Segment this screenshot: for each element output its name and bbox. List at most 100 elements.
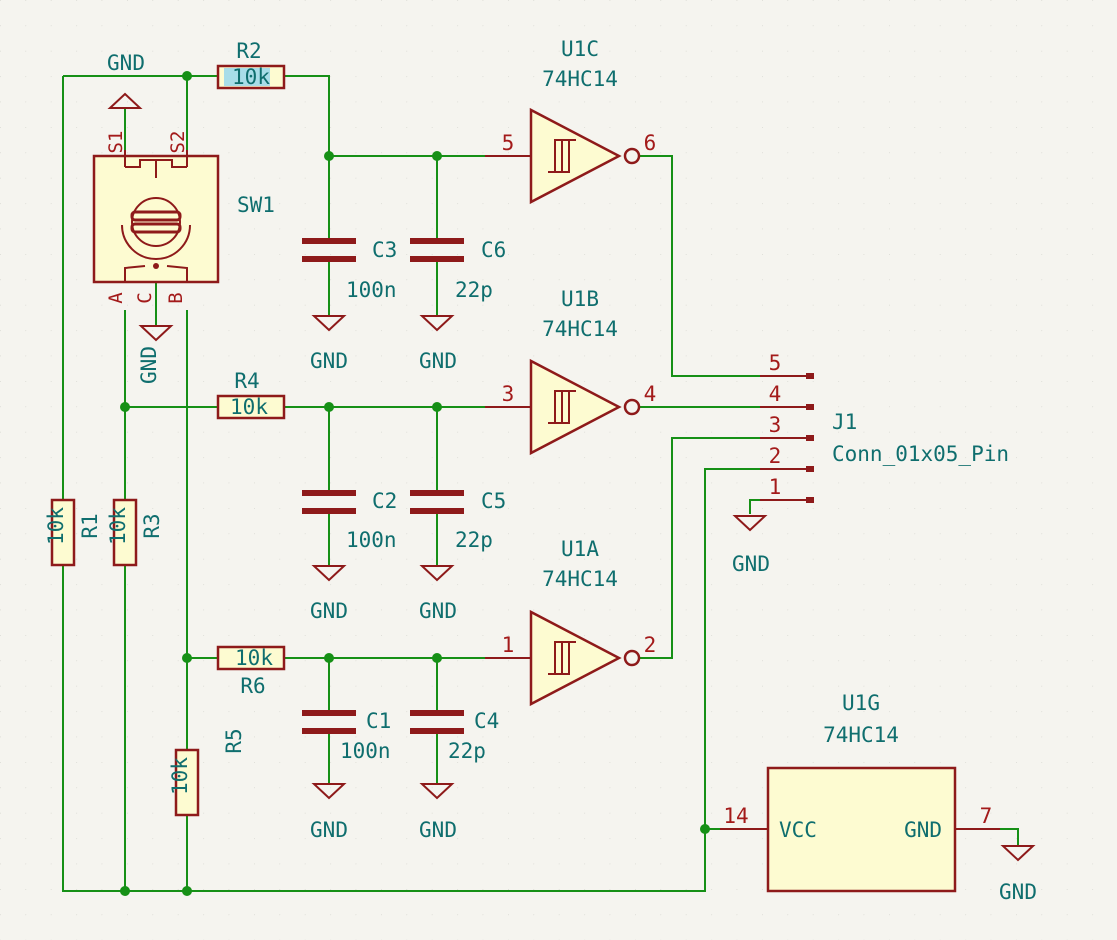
r1-ref: R1: [78, 513, 102, 538]
u1b-out-pin: 4: [644, 382, 657, 406]
u1g-gnd-label: GND: [904, 818, 942, 842]
resistor-r5[interactable]: 10k R5: [168, 728, 246, 817]
j1-pin-5: 5: [769, 351, 782, 375]
r5-ref: R5: [222, 728, 246, 753]
gnd-icon: [419, 565, 455, 582]
u1c-in-pin: 5: [502, 131, 515, 155]
power-unit-u1g[interactable]: VCC GND 14 7 U1G 74HC14: [720, 691, 1000, 893]
u1c-out-pin: 6: [644, 131, 657, 155]
schmitt-inverter-icon: [529, 609, 622, 707]
junction-dot: [700, 824, 710, 834]
resistor-r1[interactable]: 10k R1: [44, 498, 102, 567]
gate-u1a[interactable]: 1 2 U1A 74HC14: [485, 537, 657, 707]
u1b-ref: U1B: [561, 287, 599, 311]
j1-pin-1: 1: [769, 475, 782, 499]
gnd-icon: [419, 783, 455, 800]
u1a-ref: U1A: [561, 537, 599, 561]
r2-ref: R2: [236, 39, 261, 63]
r6-value: 10k: [235, 646, 273, 670]
gnd-label-c6: GND: [419, 349, 457, 373]
u1g-gnd-pin: 7: [980, 804, 993, 828]
r6-ref: R6: [240, 674, 265, 698]
r2-value: 10k: [232, 65, 270, 89]
sw1-ref: SW1: [237, 193, 275, 217]
junction-dot: [120, 886, 130, 896]
gnd-label-switch: GND: [137, 346, 161, 384]
sw1-pin-s2: S2: [167, 131, 189, 154]
c3-ref: C3: [372, 238, 397, 262]
junctions: [120, 71, 710, 896]
gnd-icon: [311, 315, 347, 332]
u1b-value: 74HC14: [542, 317, 618, 341]
u1a-out-pin: 2: [644, 633, 657, 657]
junction-dot: [324, 653, 334, 663]
junction-dot: [432, 653, 442, 663]
sw1-pin-c: C: [134, 292, 156, 303]
wire-j1-gnd: [749, 499, 760, 514]
gnd-icon: [311, 783, 347, 800]
wire-r2-right: [284, 75, 330, 238]
wire-bottom-bus: [62, 565, 706, 892]
junction-dot: [324, 151, 334, 161]
gnd-label-c2: GND: [310, 599, 348, 623]
j1-pin-3: 3: [769, 413, 782, 437]
junction-dot: [182, 71, 192, 81]
r4-value: 10k: [230, 395, 268, 419]
r4-ref: R4: [234, 369, 259, 393]
u1g-body: [766, 766, 957, 893]
c5-ref: C5: [481, 489, 506, 513]
c6-ref: C6: [481, 238, 506, 262]
power-arrow-icon: [107, 92, 143, 109]
switch-sw1[interactable]: SW1 S1 S2 A C B: [92, 131, 275, 304]
sw1-pin-a: A: [105, 292, 127, 304]
j1-pin-4: 4: [769, 382, 782, 406]
gnd-label-c1: GND: [310, 818, 348, 842]
resistor-r6[interactable]: 10k R6: [216, 645, 286, 698]
gnd-icon: [138, 325, 174, 342]
schmitt-inverter-icon: [529, 107, 622, 205]
j1-pin-2: 2: [769, 444, 782, 468]
junction-dot: [120, 402, 130, 412]
capacitor-c2[interactable]: C2 100n: [302, 489, 397, 552]
resistor-r2[interactable]: 10k R2: [216, 39, 286, 90]
gnd-label-c3: GND: [310, 349, 348, 373]
gnd-icon: [311, 565, 347, 582]
gnd-label-j1: GND: [732, 552, 770, 576]
sw1-pin-b: B: [165, 292, 187, 303]
u1c-ref: U1C: [561, 37, 599, 61]
gnd-icon: [1000, 845, 1036, 862]
r1-value: 10k: [44, 507, 68, 545]
capacitor-c3[interactable]: C3 100n: [302, 238, 397, 302]
c1-ref: C1: [366, 709, 391, 733]
u1a-in-pin: 1: [502, 633, 515, 657]
u1g-ref: U1G: [842, 691, 880, 715]
encoder-knob-icon: [131, 197, 181, 247]
capacitor-c6[interactable]: C6 22p: [410, 238, 506, 302]
capacitor-c1[interactable]: C1 100n: [302, 709, 391, 763]
u1g-vcc-label: VCC: [779, 818, 817, 842]
schmitt-inverter-icon: [529, 358, 622, 456]
sw1-pin-s1: S1: [105, 131, 127, 154]
c5-value: 22p: [455, 528, 493, 552]
r3-value: 10k: [106, 507, 130, 545]
j1-ref: J1: [832, 410, 857, 434]
junction-dot: [432, 151, 442, 161]
capacitor-c5[interactable]: C5 22p: [410, 489, 506, 552]
c4-value: 22p: [448, 739, 486, 763]
net-label-gnd-top: GND: [107, 51, 145, 75]
gate-u1b[interactable]: 3 4 U1B 74HC14: [485, 287, 657, 456]
gate-u1c[interactable]: 5 6 U1C 74HC14: [485, 37, 657, 205]
connector-j1[interactable]: 5 4 3 2 1 J1 Conn_01x05_Pin: [760, 351, 1009, 503]
j1-value: Conn_01x05_Pin: [832, 442, 1009, 466]
junction-dot: [432, 402, 442, 412]
resistor-r3[interactable]: 10k R3: [106, 498, 164, 567]
capacitor-c4[interactable]: C4 22p: [410, 709, 499, 763]
c2-value: 100n: [346, 528, 397, 552]
u1a-value: 74HC14: [542, 567, 618, 591]
u1b-in-pin: 3: [502, 382, 515, 406]
c1-value: 100n: [340, 739, 391, 763]
c3-value: 100n: [346, 278, 397, 302]
resistor-r4[interactable]: 10k R4: [216, 369, 286, 420]
